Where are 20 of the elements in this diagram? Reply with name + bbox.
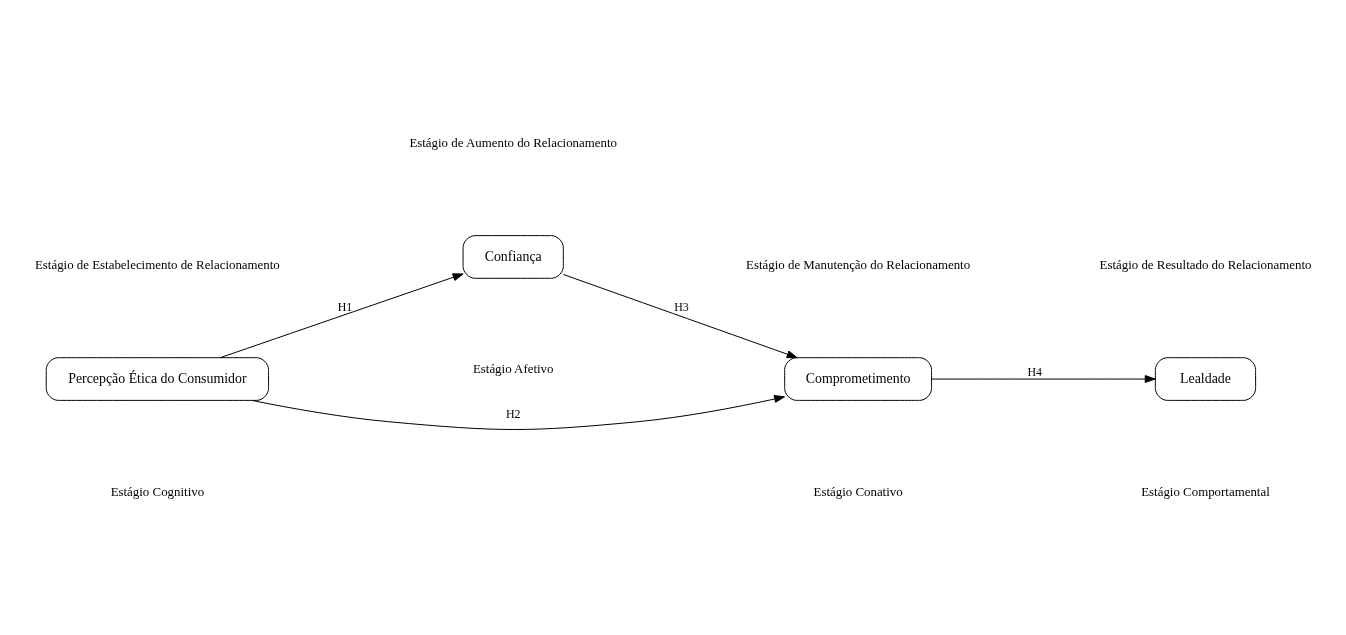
node-box: Confiança [462,234,564,279]
label: Estágio de Estabelecimento de Relacionamento [34,257,280,272]
label: Estágio Comportamental [1141,484,1270,499]
edge-label: H3 [674,299,689,314]
arrow [562,273,798,358]
label: Estágio de Aumento do Relacionamento [409,135,618,150]
label: Estágio de Resultado do Relacionamento [1099,257,1312,272]
node-box: Lealdade [1154,356,1257,401]
label: Estágio Afetivo [472,361,554,376]
arrow [251,394,785,430]
edge-label: H4 [1027,364,1043,379]
node-box: Comprometimento [784,356,933,401]
arrow [931,374,1156,383]
label: Estágio Conativo [813,484,903,499]
label: Estágio de Manutenção do Relacionamento [746,257,971,272]
node-box: Percepção Ética do Consumidor [45,356,270,401]
edge-label: H2 [505,406,521,421]
edge-label: H1 [337,299,353,314]
arrow [219,272,464,358]
label: Estágio Cognitivo [110,484,205,499]
